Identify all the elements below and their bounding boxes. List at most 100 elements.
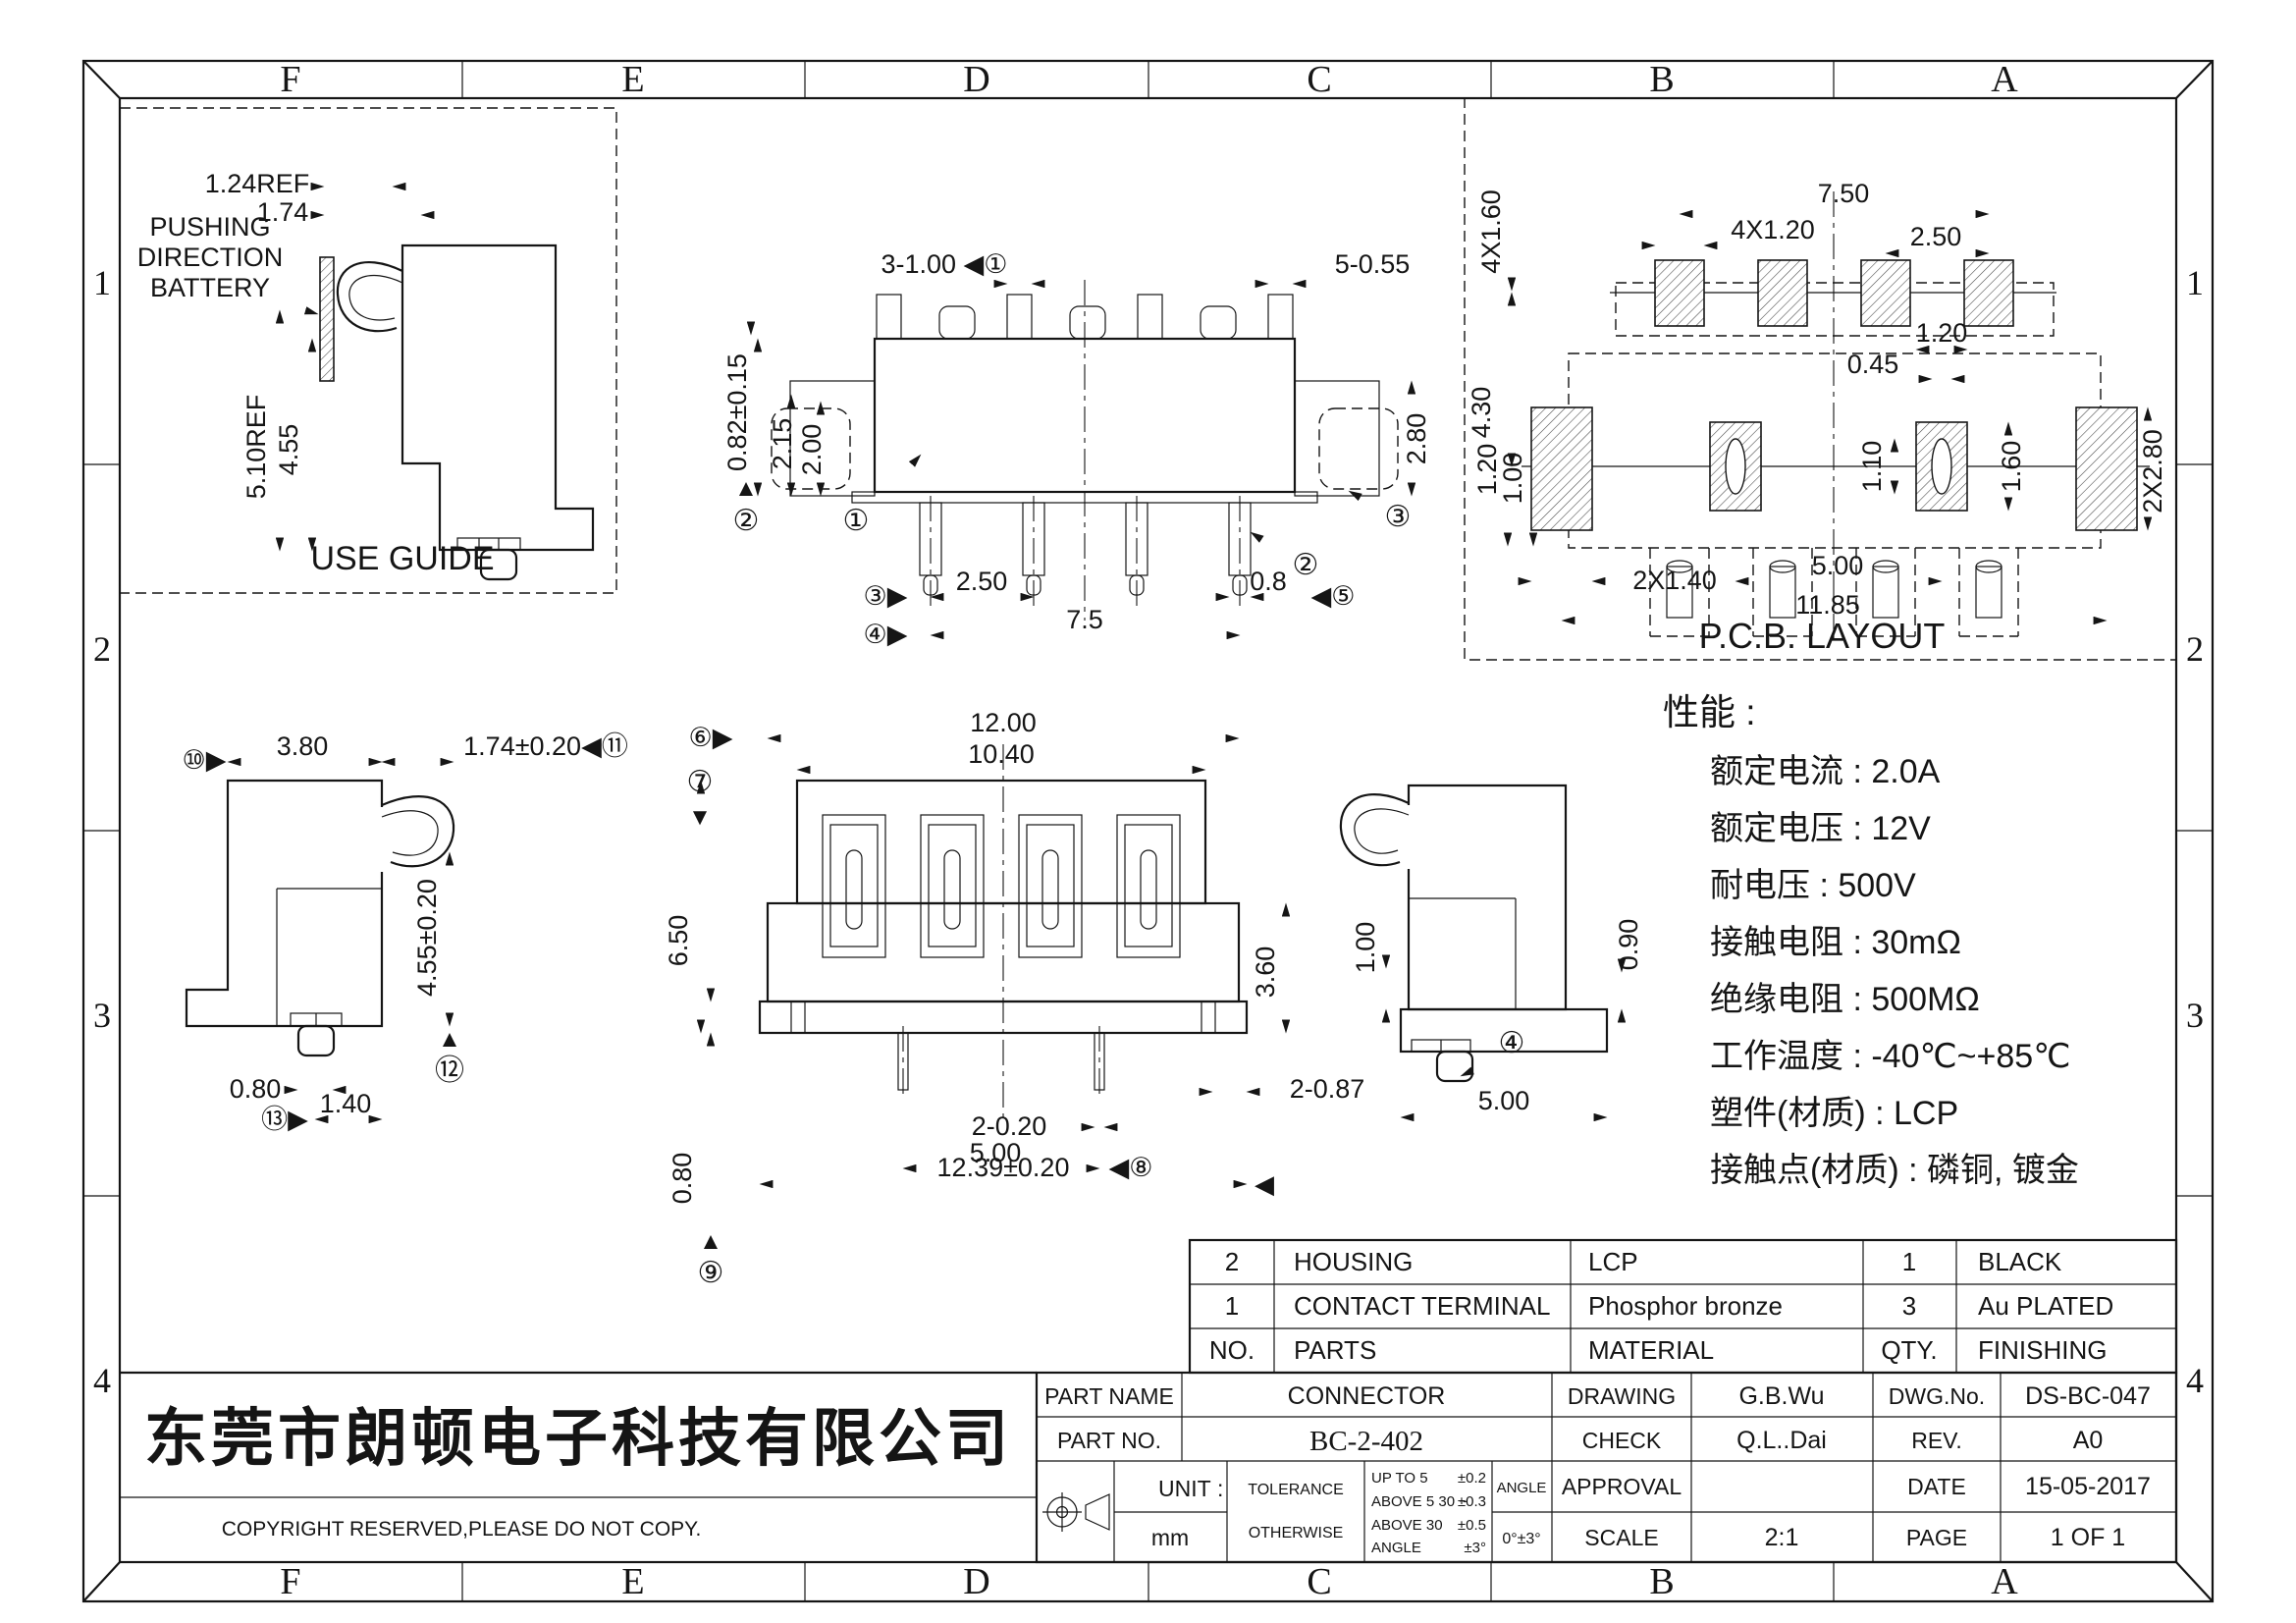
- tv-dim-5-055: 5-0.55: [1335, 249, 1411, 279]
- pcb-dim-500: 5.00: [1812, 551, 1864, 580]
- tol-value-1: ±0.2: [1458, 1470, 1486, 1487]
- vd-dim-380: 3.80: [277, 731, 329, 761]
- parts-header-parts: PARTS: [1294, 1335, 1376, 1365]
- tol-range-4: ANGLE: [1371, 1540, 1421, 1556]
- tol-range-2: ABOVE 5 30 ~: [1371, 1493, 1468, 1510]
- parts-row-name: HOUSING: [1294, 1247, 1413, 1276]
- grid-letter-bottom-B: B: [1649, 1561, 1674, 1602]
- pcb-dim-1185: 11.85: [1795, 590, 1860, 620]
- vd-dim-174: 1.74±0.20◀⑪: [463, 731, 628, 761]
- ve-dim-360: 3.60: [1251, 947, 1280, 999]
- spec-plastic-material: 塑件(材质) : LCP: [1710, 1095, 1958, 1132]
- company-name: 东莞市朗顿电子科技有限公司: [144, 1404, 1012, 1474]
- grid-letter-top-C: C: [1307, 59, 1331, 100]
- ug-view-label: USE GUIDE: [310, 540, 494, 577]
- part-no-label: PART NO.: [1057, 1428, 1161, 1453]
- ve-c6-arrow: ⑥▶: [689, 723, 733, 752]
- rev-value: A0: [2073, 1427, 2104, 1454]
- parts-row-qty: 3: [1902, 1291, 1916, 1321]
- grid-letter-top-D: D: [963, 59, 989, 100]
- copyright-notice: COPYRIGHT RESERVED,PLEASE DO NOT COPY.: [222, 1518, 702, 1541]
- date-label: DATE: [1907, 1474, 1966, 1499]
- pcb-dim-430: 4.30: [1467, 387, 1496, 439]
- vf-dim-500: 5.00: [1478, 1086, 1530, 1115]
- spec-insulation-resistance: 绝缘电阻 : 500MΩ: [1710, 981, 1980, 1018]
- spring-contact-outer: [336, 261, 403, 333]
- ve-dim-1200: 12.00: [970, 708, 1037, 737]
- pcb-dim-110: 1.10: [1857, 441, 1887, 493]
- ve-c9: ⑨: [698, 1257, 724, 1289]
- check-label: CHECK: [1582, 1428, 1662, 1453]
- dwg-no-label: DWG.No.: [1889, 1383, 1985, 1409]
- grid-letter-top-F: F: [280, 59, 300, 100]
- view-use-guide: [119, 107, 617, 594]
- pcb-dim-120l: 1.20: [1472, 444, 1502, 496]
- spec-contact-material: 接触点(材质) : 磷铜, 镀金: [1710, 1152, 2079, 1189]
- pcb-view-label: P.C.B. LAYOUT: [1699, 616, 1946, 656]
- grid-number-left-4: 4: [93, 1361, 111, 1400]
- housing-side-outline: [400, 243, 595, 552]
- grid-number-right-3: 3: [2186, 996, 2204, 1035]
- approval-label: APPROVAL: [1562, 1474, 1682, 1499]
- housing-outline: [1407, 784, 1568, 1011]
- ug-dim-124ref: 1.24REF: [205, 169, 310, 198]
- pcb-dim-120r: 1.20: [1916, 318, 1968, 348]
- pcb-dim-4x160: 4X1.60: [1476, 189, 1506, 274]
- spec-title: 性能 :: [1663, 692, 1756, 732]
- parts-row-qty: 1: [1902, 1247, 1916, 1276]
- tv-dim-082: 0.82±0.15: [722, 353, 752, 471]
- spec-block: 性能 : 额定电流 : 2.0A 额定电压 : 12V 耐电压 : 500V 接…: [1663, 692, 2079, 1189]
- grid-letter-bottom-F: F: [280, 1561, 300, 1602]
- pcb-side-pads: [1530, 406, 2138, 531]
- grid-dividers: [83, 61, 2213, 1601]
- parts-row-material: Phosphor bronze: [1588, 1291, 1783, 1321]
- base-slab: [1399, 1007, 1609, 1054]
- view-side-right: [1339, 784, 1627, 1122]
- grid-number-left-3: 3: [93, 996, 111, 1035]
- view-front: [696, 733, 1291, 1189]
- spring-contact: [381, 795, 455, 868]
- tv-c3-arrow: ③▶: [864, 581, 908, 611]
- tv-c2-leader: ②: [1293, 549, 1319, 581]
- tv-dim-75: 7.5: [1066, 605, 1103, 634]
- vf-dim-100: 1.00: [1351, 922, 1380, 974]
- tol-value-4: ±3°: [1464, 1540, 1486, 1556]
- spec-working-temp: 工作温度 : -40℃~+85℃: [1710, 1038, 2070, 1075]
- pcb-dim-100l: 1.00: [1498, 453, 1527, 505]
- ve-dim-080: 0.80: [667, 1153, 697, 1205]
- angle-label: ANGLE: [1497, 1480, 1547, 1496]
- ug-label-pushing: PUSHING: [149, 212, 270, 242]
- housing-outline: [185, 779, 384, 1028]
- vd-dim-140: 1.40: [320, 1089, 372, 1118]
- angle-value: 0°±3°: [1502, 1531, 1540, 1547]
- pcb-top-pads: [1654, 259, 2014, 327]
- tv-datum-tri-2: ▲: [734, 475, 758, 502]
- tol-range-1: UP TO 5: [1371, 1470, 1428, 1487]
- grid-letter-bottom-C: C: [1307, 1561, 1331, 1602]
- page-value: 1 OF 1: [2051, 1524, 2125, 1551]
- vd-c10-arrow: ⑩▶: [183, 745, 227, 775]
- page-label: PAGE: [1906, 1525, 1967, 1550]
- pcb-dim-160: 1.60: [1997, 441, 2026, 493]
- parts-header-material: MATERIAL: [1588, 1335, 1714, 1365]
- terminal-pins: [919, 496, 1252, 607]
- spec-withstand-voltage: 耐电压 : 500V: [1710, 867, 1916, 904]
- scale-label: SCALE: [1584, 1525, 1658, 1550]
- spring-contact: [1339, 793, 1410, 867]
- grid-number-right-2: 2: [2186, 629, 2204, 669]
- vd-c13-arrow: ⑬▶: [261, 1105, 308, 1134]
- parts-header-qty: QTY.: [1881, 1335, 1937, 1365]
- ve-datum-tri-9: ▲: [699, 1228, 722, 1255]
- unit-value: mm: [1151, 1525, 1189, 1550]
- parts-row-finishing: BLACK: [1978, 1247, 2062, 1276]
- tv-dim-3-100: 3-1.00 ◀①: [881, 249, 1007, 279]
- otherwise-label: OTHERWISE: [1249, 1525, 1344, 1542]
- tv-dim-08: 0.8: [1250, 567, 1287, 596]
- vd-dim-455: 4.55±0.20: [412, 879, 442, 997]
- tv-dim-200: 2.00: [797, 424, 827, 476]
- grid-number-left-1: 1: [93, 263, 111, 302]
- projection-symbol-icon: [1042, 1492, 1110, 1532]
- ug-label-direction: DIRECTION: [137, 243, 284, 272]
